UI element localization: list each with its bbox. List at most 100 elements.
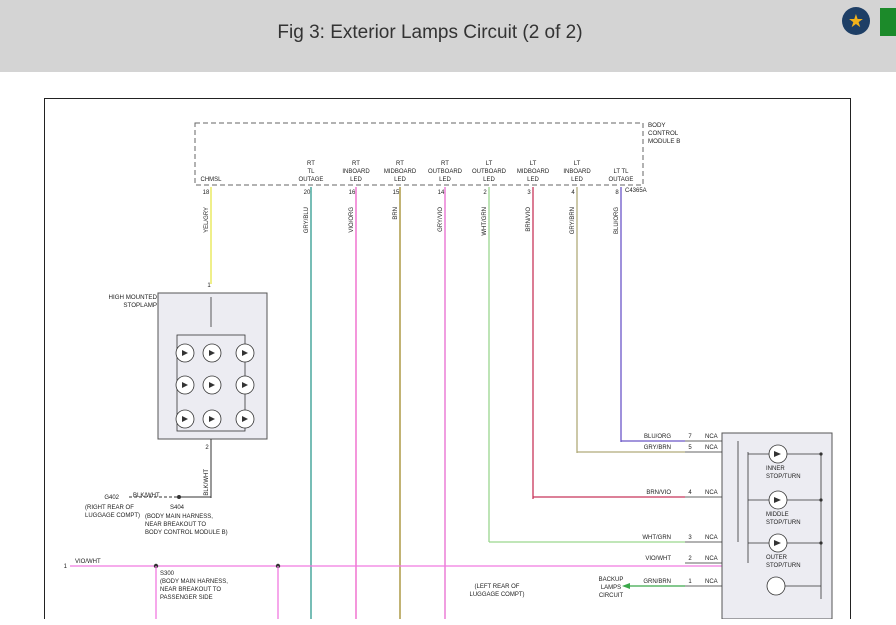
nca-label: NCA (705, 445, 718, 451)
pin-function-label: TL (307, 169, 315, 175)
wire-color-label: VIO/WHT (75, 559, 101, 565)
splice-location: BODY CONTROL MODULE B) (145, 530, 228, 536)
pin-function-label: OUTBOARD (428, 169, 463, 175)
wire-color-label: WHT/GRN (482, 207, 488, 236)
pin-function-label: OUTAGE (299, 177, 324, 183)
wire-color-label: BRN/VIO (646, 490, 671, 496)
pin-function-label: MIDBOARD (384, 169, 417, 175)
nca-label: NCA (705, 535, 718, 541)
backup-lamps-label: LAMPS (601, 585, 621, 591)
wire-color-label: YEL/GRY (204, 207, 210, 233)
led-diode-symbol (209, 416, 215, 422)
pin-function-label: INBOARD (563, 169, 591, 175)
green-square-icon[interactable] (880, 8, 896, 36)
favorite-button[interactable]: ★ (842, 7, 870, 35)
led-diode-symbol (774, 540, 781, 546)
splice-dot (275, 563, 281, 569)
backup-lamps-label: CIRCUIT (599, 593, 624, 599)
rear-lamp-pin: 7 (688, 434, 692, 440)
stoplamp-pin-in: 1 (207, 283, 211, 289)
led-diode-symbol (242, 382, 248, 388)
rear-lamp-pin: 5 (688, 445, 692, 451)
led-label: MIDDLE (766, 512, 789, 518)
rear-lamp-location: LUGGAGE COMPT) (469, 592, 524, 598)
pin-function-label: LT (574, 161, 581, 167)
pin-function-label: OUTBOARD (472, 169, 507, 175)
pin-function-label: RT (396, 161, 404, 167)
pin-function-label: RT (352, 161, 360, 167)
wire-color-label: BRN/VIO (526, 207, 532, 232)
backup-bulb-icon (766, 576, 786, 596)
rear-lamp-pin: 1 (688, 579, 692, 585)
splice-location: (BODY MAIN HARNESS, (145, 514, 213, 520)
wire-color-label: WHT/GRN (642, 535, 671, 541)
pin-function-label: RT (307, 161, 315, 167)
nca-label: NCA (705, 434, 718, 440)
nca-label: NCA (705, 556, 718, 562)
pin-function-label: LT TL (613, 169, 629, 175)
rear-lamp-pin: 3 (688, 535, 692, 541)
rear-lamp-pin: 4 (688, 490, 692, 496)
nca-label: NCA (705, 490, 718, 496)
pin-function-label: LED (350, 177, 362, 183)
wire-color-label: BLK/WHT (204, 469, 210, 496)
pin-function-label: LED (439, 177, 451, 183)
led-diode-symbol (774, 497, 781, 503)
wire-color-label: BRN (393, 207, 399, 220)
pin-function-label: LED (394, 177, 406, 183)
led-diode-symbol (209, 350, 215, 356)
splice-location: NEAR BREAKOUT TO (145, 522, 206, 528)
vio-wht-pin: 1 (64, 564, 68, 570)
backup-lamps-label: BACKUP (599, 577, 624, 583)
pin-function-label: LED (483, 177, 495, 183)
pin-number: 8 (615, 190, 619, 196)
header-bar: Fig 3: Exterior Lamps Circuit (2 of 2) ★ (0, 0, 896, 72)
pin-number: 14 (438, 190, 445, 196)
led-diode-symbol (182, 350, 188, 356)
stoplamp-label: STOPLAMP (123, 302, 157, 309)
connector-label: C4365A (625, 188, 647, 194)
module-label: BODY (648, 122, 666, 129)
pin-function-label: OUTAGE (609, 177, 634, 183)
wire-color-label: BLU/ORG (644, 434, 671, 440)
splice-id: S404 (170, 505, 185, 511)
splice-s300-dot (153, 563, 159, 569)
backup-arrow-icon (622, 583, 630, 589)
led-diode-symbol (182, 416, 188, 422)
pin-function-label: LED (527, 177, 539, 183)
led-diode-symbol (182, 382, 188, 388)
led-label: STOP/TURN (766, 563, 801, 569)
rear-lamp-pin: 2 (688, 556, 692, 562)
wire-color-label: GRY/BRN (570, 207, 576, 234)
wire-color-label: VIO/ORG (349, 207, 355, 233)
wire-color-label: GRY/BRN (644, 445, 671, 451)
pin-number: 2 (483, 190, 487, 196)
splice-id: S300 (160, 571, 175, 577)
splice-location: (BODY MAIN HARNESS, (160, 579, 228, 585)
pin-number: 3 (527, 190, 531, 196)
pin-function-label: INBOARD (342, 169, 370, 175)
pin-number: 15 (393, 190, 400, 196)
pin-function-label: CHMSL (200, 177, 222, 183)
ground-id: G402 (104, 495, 119, 501)
nca-label: NCA (705, 579, 718, 585)
splice-location: PASSENGER SIDE (160, 595, 213, 601)
pin-function-label: LT (530, 161, 537, 167)
pin-number: 16 (349, 190, 356, 196)
rear-lamp-location: (LEFT REAR OF (475, 584, 520, 590)
led-label: INNER (766, 466, 785, 472)
stoplamp-label: HIGH MOUNTED (109, 294, 158, 301)
ground-location: LUGGAGE COMPT) (85, 513, 140, 519)
wire-color-label: VIO/WHT (645, 556, 671, 562)
pin-function-label: LED (571, 177, 583, 183)
splice-s404-dot (177, 495, 181, 499)
module-label: CONTROL (648, 130, 679, 137)
wire-color-label: BLK/WHT (133, 493, 160, 499)
led-label: STOP/TURN (766, 474, 801, 480)
wire-color-label: GRY/BLU (304, 207, 310, 233)
led-diode-symbol (242, 350, 248, 356)
body-control-module-box (194, 122, 644, 186)
module-label: MODULE B (648, 138, 680, 145)
pin-function-label: RT (441, 161, 449, 167)
